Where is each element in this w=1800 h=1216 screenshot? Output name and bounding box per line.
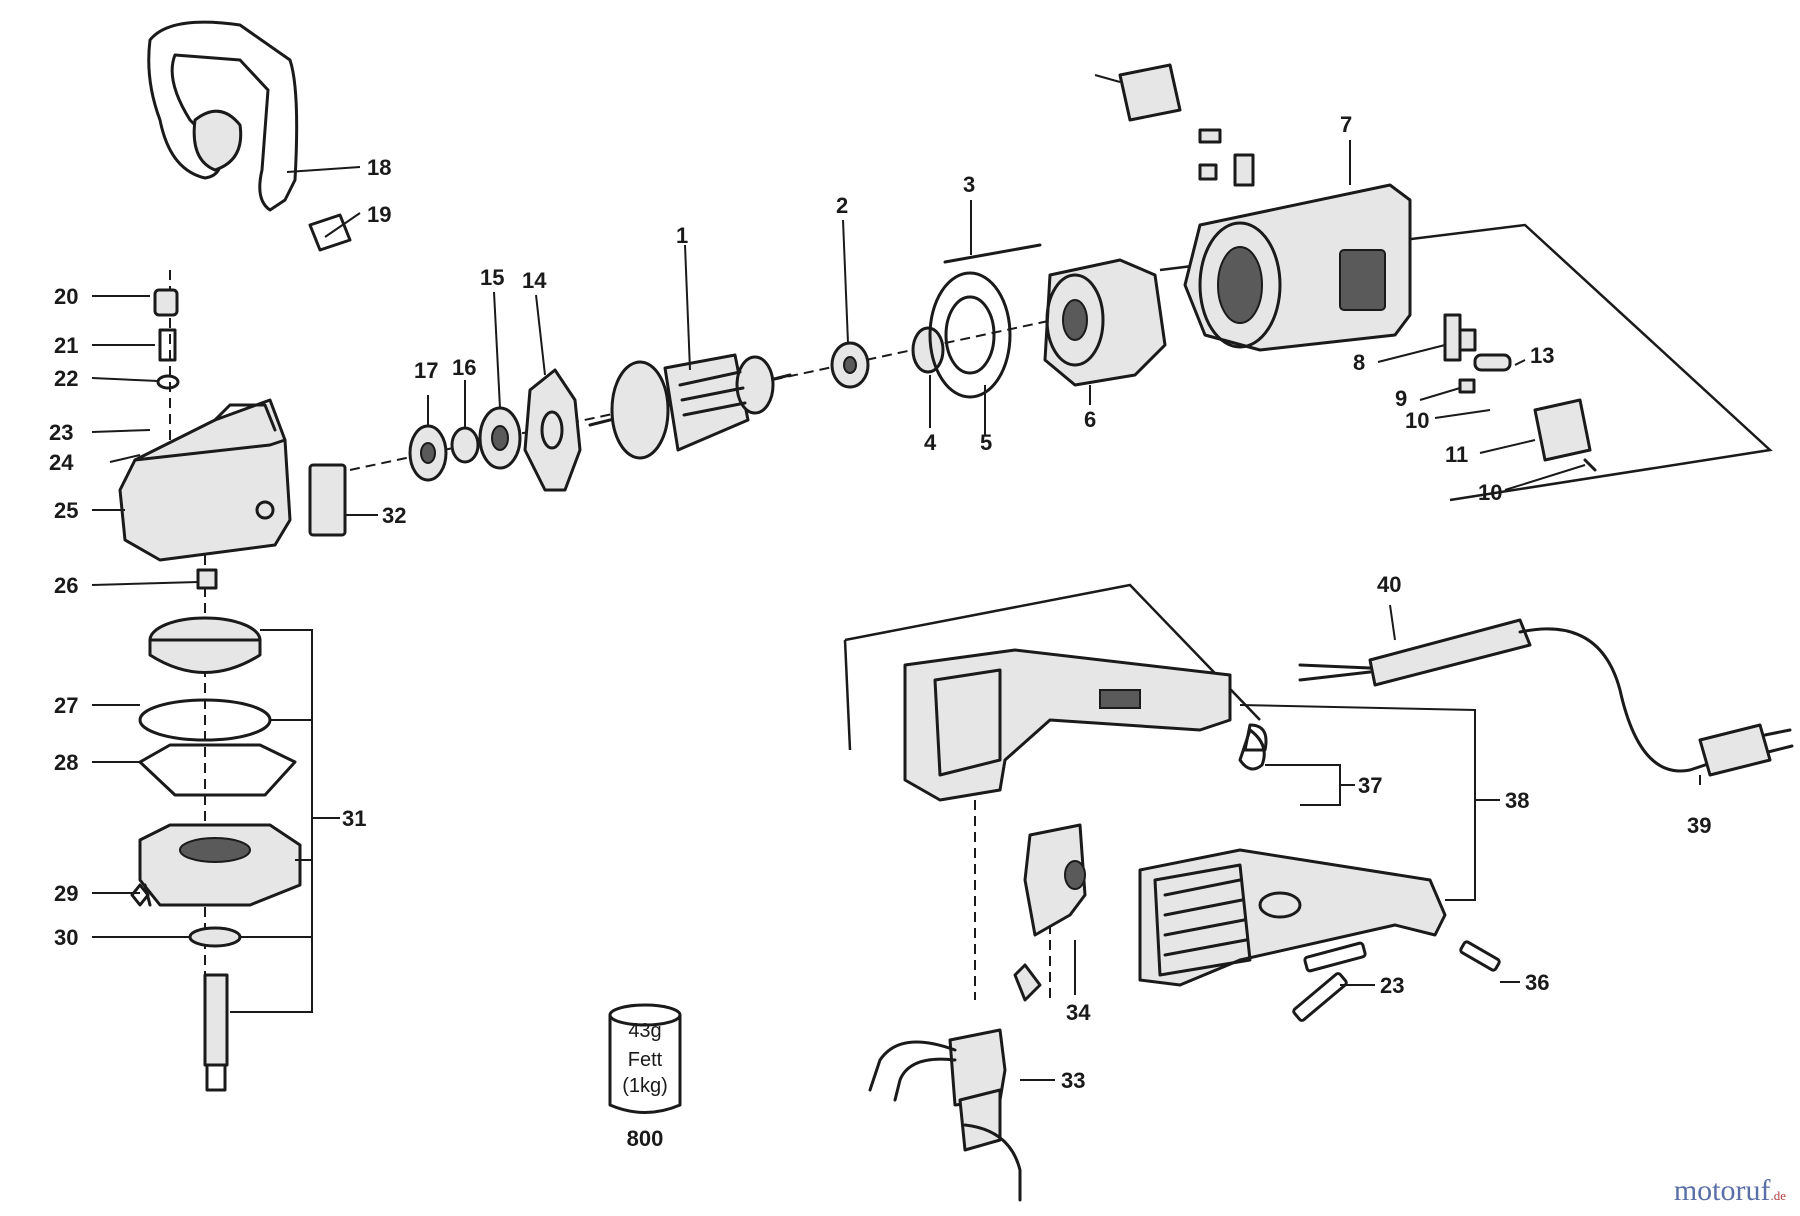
callout-16: 16 (452, 355, 476, 380)
part-stator (1043, 258, 1167, 387)
callout-23b: 23 (1380, 973, 1404, 998)
callout-27: 27 (54, 693, 78, 718)
callout-13: 13 (1530, 343, 1554, 368)
part-power-cord (1298, 618, 1794, 777)
callout-31: 31 (342, 806, 366, 831)
callout-20: 20 (54, 284, 78, 309)
callout-29: 29 (54, 881, 78, 906)
part-loop-handle (147, 20, 352, 252)
callout-22: 22 (54, 366, 78, 391)
callout-36: 36 (1525, 970, 1549, 995)
part-handle-housing-lower (1138, 848, 1447, 987)
callout-37: 37 (1358, 773, 1382, 798)
part-bearings-rear (830, 243, 1042, 399)
callout-32: 32 (382, 503, 406, 528)
callout-3: 3 (963, 172, 975, 197)
callout-1: 1 (676, 223, 688, 248)
callout-25: 25 (54, 498, 78, 523)
callout-10b: 10 (1478, 480, 1502, 505)
callout-18: 18 (367, 155, 391, 180)
callout-10a: 10 (1405, 408, 1429, 433)
part-brush-holder (1443, 313, 1597, 472)
callout-34: 34 (1066, 1000, 1091, 1025)
grease-can: 43g Fett (1kg) 800 (608, 1003, 682, 1151)
part-bearings-front (408, 368, 582, 492)
part-gear-head (118, 288, 347, 590)
part-handle-housing-upper (903, 648, 1268, 802)
callout-24: 24 (49, 450, 74, 475)
watermark-text: motoruf (1673, 1174, 1771, 1207)
callout-40: 40 (1377, 572, 1401, 597)
callout-19: 19 (367, 202, 391, 227)
callout-8: 8 (1353, 350, 1365, 375)
watermark-suffix: .de (1770, 1188, 1786, 1203)
callout-7: 7 (1340, 112, 1352, 137)
callout-numbers: 1 2 3 4 5 6 7 8 9 10 10 11 13 14 15 16 1… (49, 112, 1711, 1093)
callout-21: 21 (54, 333, 78, 358)
callout-9: 9 (1395, 386, 1407, 411)
part-motor-housing (1094, 63, 1412, 352)
callout-11: 11 (1445, 442, 1468, 467)
callout-6: 6 (1084, 407, 1096, 432)
watermark-logo: motoruf.de (1674, 1174, 1786, 1208)
callout-39: 39 (1687, 813, 1711, 838)
part-switch-electronics (868, 728, 1501, 1202)
callout-14: 14 (522, 268, 547, 293)
callout-4: 4 (924, 430, 937, 455)
callout-33: 33 (1061, 1068, 1085, 1093)
callout-15: 15 (480, 265, 504, 290)
callout-17: 17 (414, 358, 438, 383)
callout-5: 5 (980, 430, 992, 455)
callout-26: 26 (54, 573, 78, 598)
callout-2: 2 (836, 193, 848, 218)
callout-28: 28 (54, 750, 78, 775)
grease-can-label: Fett (628, 1049, 663, 1071)
grease-can-quantity: (1kg) (622, 1075, 668, 1097)
grease-can-weight: 43g (628, 1020, 661, 1042)
part-spindle-assembly (130, 616, 302, 1092)
callout-30: 30 (54, 925, 78, 950)
leader-lines (91, 140, 1701, 1081)
part-armature (588, 353, 792, 460)
grease-can-part-number: 800 (627, 1126, 664, 1151)
callout-23a: 23 (49, 420, 73, 445)
callout-38: 38 (1505, 788, 1529, 813)
